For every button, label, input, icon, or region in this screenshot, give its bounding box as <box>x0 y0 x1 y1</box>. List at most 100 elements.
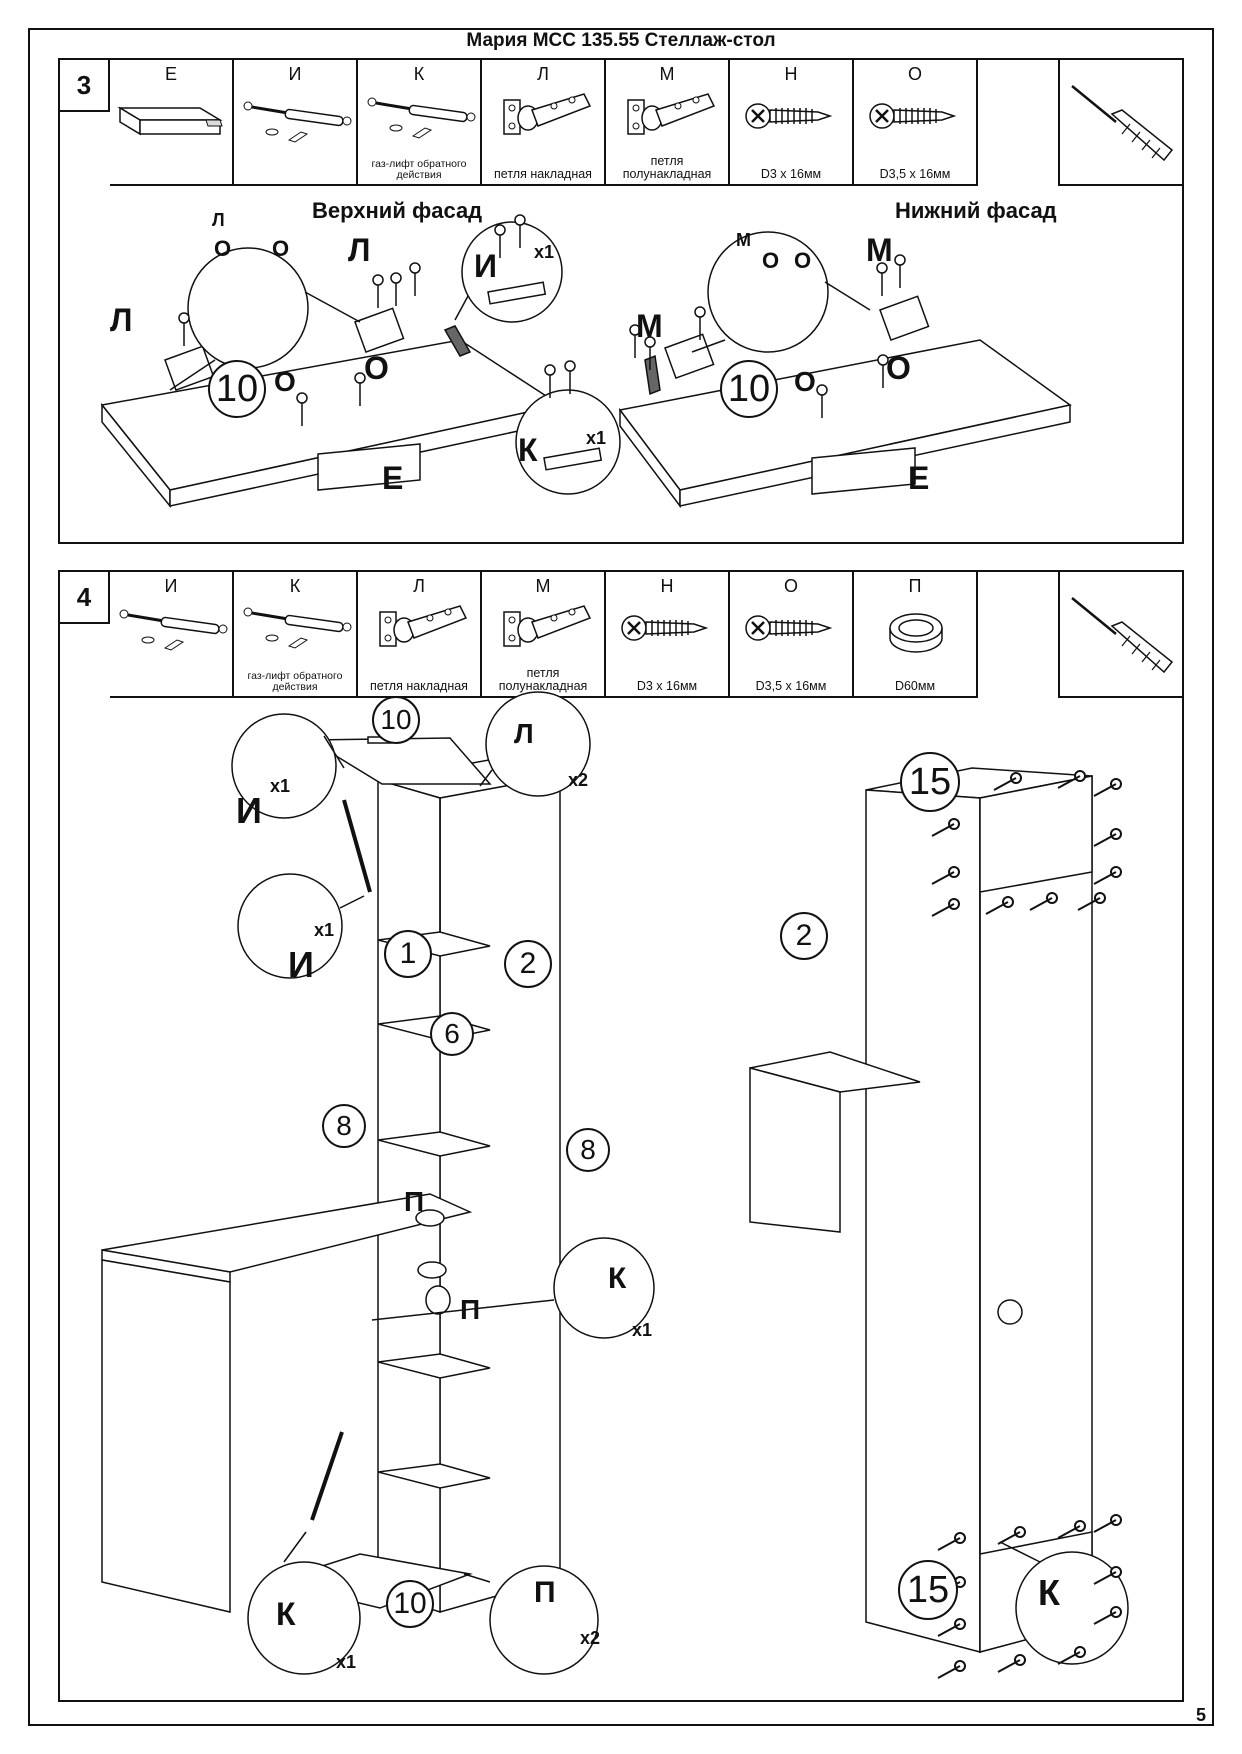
part-letter: Н <box>784 64 798 84</box>
page-frame <box>28 28 1214 1726</box>
lower-facade-title: Нижний фасад <box>895 198 1057 223</box>
step-4-section: 4 И К газ-лифт обратного дей <box>58 570 1184 1702</box>
panel-number: 10 <box>208 360 266 418</box>
page-number: 5 <box>1195 1705 1206 1725</box>
label-k: К <box>608 1262 627 1295</box>
screw-icon <box>745 103 833 129</box>
part-letter: И <box>164 576 178 596</box>
part-cell: К газ-лифт обратного действия <box>358 60 482 186</box>
hinge-overlay-icon <box>503 93 592 135</box>
part-letter: И <box>288 64 302 84</box>
tool-cell <box>1058 60 1182 186</box>
part-letter: Л <box>413 576 425 596</box>
part-cell: Н D3 x 16мм <box>606 572 730 698</box>
label-x1: x1 <box>336 1652 357 1672</box>
step-3-illustration <box>100 214 1072 509</box>
label-x1: x1 <box>586 428 607 448</box>
label-k: К <box>276 1596 296 1632</box>
part-letter: О <box>907 64 922 84</box>
cable-grommet-icon <box>889 613 943 653</box>
part-caption: D3,5 x 16мм <box>755 679 827 693</box>
part-cell: Л петля накладная <box>482 60 606 186</box>
panel-number-1: 1 <box>384 930 432 978</box>
part-letter: К <box>413 64 425 84</box>
label-p: П <box>534 1576 556 1609</box>
label-m: М <box>736 230 751 250</box>
part-caption: петля полунакладная <box>498 666 588 693</box>
part-cell: К газ-лифт обратного действия <box>234 572 358 698</box>
label-o: О <box>886 350 911 386</box>
part-cell: Е <box>110 60 234 186</box>
label-x2: x2 <box>568 770 589 790</box>
upper-facade-title: Верхний фасад <box>312 198 483 223</box>
panel-number-2: 2 <box>780 912 828 960</box>
panel-number-8: 8 <box>566 1128 610 1172</box>
part-caption: D3 x 16мм <box>760 167 822 181</box>
screw-icon <box>869 103 957 129</box>
gas-lift-reverse-icon <box>243 607 352 649</box>
part-cell: О D3,5 x 16мм <box>730 572 854 698</box>
part-caption: петля накладная <box>370 679 468 693</box>
label-p: П <box>404 1186 425 1217</box>
part-letter: Н <box>660 576 674 596</box>
label-x1: x1 <box>534 242 555 262</box>
part-caption: D3 x 16мм <box>636 679 698 693</box>
label-x2: x2 <box>580 1628 601 1648</box>
label-i: И <box>236 790 262 831</box>
label-o: О <box>214 236 232 261</box>
panel-number-15: 15 <box>898 1560 958 1620</box>
label-l: Л <box>514 718 534 749</box>
part-caption: петля накладная <box>494 167 592 181</box>
panel-number-8: 8 <box>322 1104 366 1148</box>
hinge-half-overlay-icon <box>627 93 716 135</box>
part-letter: М <box>535 576 551 596</box>
label-o: О <box>364 350 389 386</box>
part-letter: К <box>289 576 301 596</box>
label-l: Л <box>212 210 225 230</box>
screwdriver-icon <box>1071 597 1174 674</box>
part-letter: Е <box>164 64 177 84</box>
part-cell: М петля полунакладная <box>606 60 730 186</box>
label-o: О <box>274 366 296 397</box>
part-cell: Н D3 x 16мм <box>730 60 854 186</box>
part-letter: Л <box>537 64 549 84</box>
document-title: Мария МСС 135.55 Стеллаж-стол <box>466 30 776 51</box>
gas-lift-icon <box>243 101 352 143</box>
part-cell: И <box>110 572 234 698</box>
step-4-illustration <box>101 691 1129 1679</box>
tool-cell <box>1058 572 1182 698</box>
label-l: Л <box>348 232 371 268</box>
parts-table: И К газ-лифт обратного действия <box>110 572 978 698</box>
step-3-section: 3 Е И К <box>58 58 1184 544</box>
panel-number-15: 15 <box>900 752 960 812</box>
label-m: М <box>636 308 663 344</box>
label-k: К <box>518 432 538 468</box>
part-caption: D3,5 x 16мм <box>879 167 951 181</box>
panel-number-6: 6 <box>430 1012 474 1056</box>
label-x1: x1 <box>632 1320 653 1340</box>
part-letter: М <box>659 64 675 84</box>
part-caption: газ-лифт обратного действия <box>247 670 343 693</box>
label-m: М <box>866 232 893 268</box>
label-e: Е <box>382 460 404 496</box>
part-caption: D60мм <box>894 679 936 693</box>
gas-lift-icon <box>119 609 228 651</box>
label-o: О <box>794 248 812 273</box>
part-letter: О <box>783 576 798 596</box>
step-number: 3 <box>60 60 110 112</box>
panel-number-10: 10 <box>372 696 420 744</box>
screw-icon <box>745 615 833 641</box>
parts-table: Е И К <box>110 60 978 186</box>
step-number: 4 <box>60 572 110 624</box>
hinge-overlay-icon <box>379 605 468 647</box>
label-p: П <box>460 1294 481 1325</box>
label-o: О <box>272 236 290 261</box>
part-cell: Л петля накладная <box>358 572 482 698</box>
panel-number: 10 <box>720 360 778 418</box>
part-cell: П D60мм <box>854 572 978 698</box>
part-letter: П <box>908 576 922 596</box>
handle-icon <box>117 106 223 136</box>
part-cell: М петля полунакладная <box>482 572 606 698</box>
hinge-half-overlay-icon <box>503 605 592 647</box>
label-e: Е <box>908 460 930 496</box>
